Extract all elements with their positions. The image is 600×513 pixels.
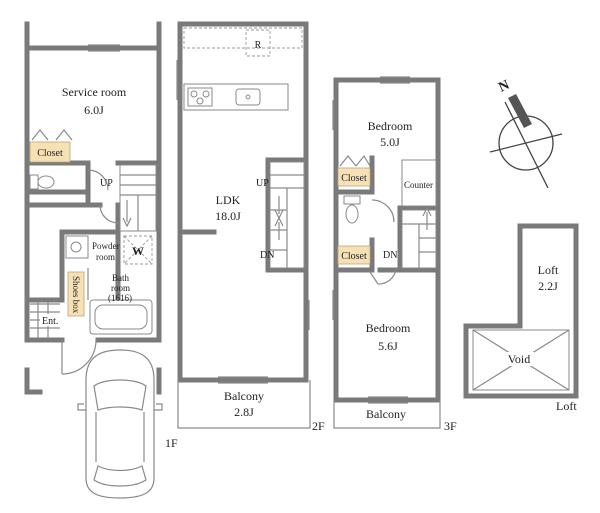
3f-balcony-label: Balcony — [366, 407, 406, 421]
3f-bedroom2-door — [369, 269, 397, 285]
car-icon — [77, 349, 163, 499]
1f-powder-line1: Powder — [92, 241, 120, 251]
floor-2f: R UP DN LDK 18.0J Balcony 2.8J 2F — [176, 21, 325, 433]
1f-closet-box — [29, 141, 71, 163]
loft-size: 2.2J — [538, 279, 558, 293]
1f-service-room-size: 6.0J — [84, 103, 104, 117]
2f-burner — [196, 97, 204, 105]
3f-closet-2-box — [337, 245, 371, 265]
2f-ldk-size: 18.0J — [215, 209, 241, 223]
1f-shoes-box — [67, 271, 85, 317]
1f-sink-basin — [70, 241, 82, 253]
loft-floor-label: Loft — [556, 399, 577, 413]
1f-toilet-bowl — [37, 175, 55, 189]
1f-toilet-tank — [29, 174, 39, 190]
3f-floor-label: 3F — [444, 419, 457, 433]
3f-closet-1-label: Closet — [341, 173, 367, 184]
1f-interior-walls — [24, 202, 121, 303]
2f-upper-storage — [183, 27, 303, 49]
1f-closet-doors — [31, 129, 73, 141]
car-mirror — [77, 403, 86, 411]
floor-3f: Closet Closet Counter DN Bedroom 5.0J Be… — [332, 76, 457, 433]
1f-outer-wall — [24, 21, 162, 343]
compass-axis — [504, 101, 549, 189]
2f-ldk-name: LDK — [216, 193, 241, 207]
3f-bedroom-1-size: 5.0J — [380, 135, 400, 149]
car-body — [85, 349, 155, 499]
3f-dn-label: DN — [383, 250, 397, 261]
1f-washer-cross — [123, 235, 153, 265]
1f-washer-cross — [123, 235, 153, 265]
3f-outer-wall — [333, 77, 441, 403]
1f-up-label: UP — [100, 178, 113, 189]
floor-loft: Void Loft 2.2J Loft — [463, 223, 579, 413]
2f-stair-walls — [265, 157, 309, 273]
3f-bedroom-2-size: 5.6J — [378, 339, 398, 353]
3f-toilet-tank — [343, 195, 361, 205]
2f-balcony-name: Balcony — [224, 389, 264, 403]
1f-bathtub-inner — [94, 304, 148, 330]
1f-bath-line1: Bath — [112, 273, 129, 283]
2f-burner — [202, 90, 210, 98]
3f-toilet-bowl — [345, 204, 359, 224]
3f-closet-1-doors — [339, 154, 371, 167]
3f-stair-arrow — [422, 206, 432, 230]
compass-needle — [508, 94, 532, 128]
compass-north-label: N — [496, 78, 512, 96]
2f-burner — [190, 90, 198, 98]
1f-bath-line3: (1616) — [108, 293, 132, 303]
1f-service-room-name: Service room — [62, 85, 127, 99]
2f-outer-wall — [177, 21, 309, 383]
1f-porch-wall — [24, 367, 43, 395]
2f-balcony-rail — [177, 380, 311, 429]
loft-name: Loft — [538, 263, 559, 277]
car-windshield — [93, 379, 147, 411]
1f-floor-label: 1F — [165, 436, 178, 450]
compass-icon: N — [489, 78, 563, 189]
1f-wall-toilet — [24, 160, 91, 208]
1f-washer-label: W — [132, 244, 144, 258]
2f-dn-label: DN — [260, 250, 274, 261]
floor-1f: Closet UP Powder room W Bath room (1616) — [24, 21, 178, 499]
2f-up-label: UP — [256, 178, 269, 189]
2f-floor-label: 2F — [312, 419, 325, 433]
2f-stair-arrow-up — [274, 216, 284, 240]
3f-bedroom-2-name: Bedroom — [366, 321, 411, 335]
car-mirror — [154, 403, 163, 411]
2f-fridge-space — [245, 29, 271, 57]
1f-closet-label: Closet — [37, 148, 63, 159]
1f-stair-arrow — [122, 200, 132, 228]
1f-shoes-box-label: Shoes box — [71, 276, 81, 314]
1f-bath-line2: room — [111, 283, 130, 293]
compass-cross — [489, 133, 563, 153]
3f-counter — [401, 159, 437, 207]
1f-toilet-door — [87, 169, 109, 191]
3f-counter-label: Counter — [404, 180, 433, 190]
3f-balcony-rail — [333, 400, 441, 429]
2f-fridge-label: R — [255, 40, 262, 51]
3f-toilet-door — [371, 199, 395, 223]
1f-powder-door — [99, 204, 119, 224]
loft-outer-wall — [463, 223, 579, 399]
1f-entry-door — [61, 339, 97, 375]
1f-washer-space — [123, 235, 153, 265]
3f-closet-1-box — [337, 167, 371, 187]
3f-closet-walls — [333, 155, 375, 273]
3f-stair-walls — [377, 205, 441, 273]
1f-top-wall-stubs — [24, 21, 162, 51]
void-label-bg — [504, 352, 534, 366]
car-rear-window — [93, 465, 147, 487]
3f-closet-2-label: Closet — [341, 251, 367, 262]
void-label: Void — [508, 352, 530, 366]
1f-ent-label-bg — [40, 314, 62, 326]
3f-bedroom-1-name: Bedroom — [368, 119, 413, 133]
2f-balcony-size: 2.8J — [234, 405, 254, 419]
2f-sink-drain — [245, 94, 251, 100]
1f-entrance-label: Ent. — [42, 316, 58, 327]
1f-powder-line2: room — [96, 252, 115, 262]
